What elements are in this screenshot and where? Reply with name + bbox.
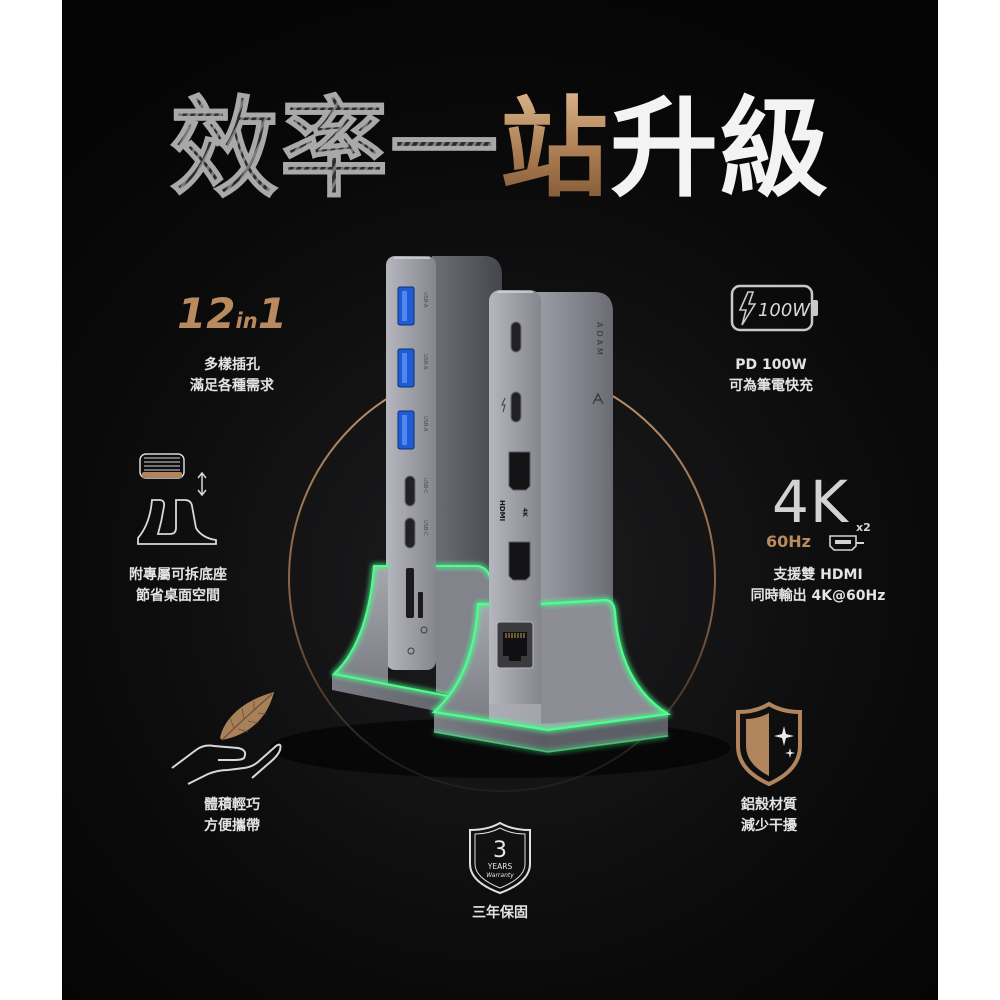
right-dock-side <box>536 292 613 612</box>
detachable-stand-icon <box>137 453 217 545</box>
right-stand-glow-lower <box>433 731 669 753</box>
usb-c-port <box>404 517 416 549</box>
usb-a-port <box>397 348 415 388</box>
feature-portable-line1: 體積輕巧 <box>204 797 260 813</box>
brand-logo-icon <box>592 392 604 405</box>
ports-one: 1 <box>257 289 287 338</box>
feature-material-text: 鋁殼材質 減少干擾 <box>669 795 869 837</box>
microsd-card-slot <box>418 592 423 618</box>
feature-warranty-text: 三年保固 <box>400 903 600 924</box>
usb-c-label: USB-C <box>422 478 428 494</box>
display-refresh-rate: 60Hz <box>766 532 811 551</box>
usb-a-label: USB-A <box>422 292 428 308</box>
usb-c-port <box>404 475 416 507</box>
feature-stand-line1: 附專屬可拆底座 <box>129 567 227 583</box>
usb-a-label: USB-A <box>422 354 428 370</box>
feature-ports-text: 多樣插孔 滿足各種需求 <box>132 355 332 397</box>
feature-material-line1: 鋁殼材質 <box>741 797 797 813</box>
hdmi-label: HDMI <box>498 500 506 521</box>
warranty-years: YEARS <box>487 862 513 871</box>
ethernet-port <box>496 621 534 669</box>
feature-ports-line1: 多樣插孔 <box>204 357 260 373</box>
right-dock-front <box>489 290 541 720</box>
power-badge-text: 100W <box>758 300 811 321</box>
feature-material-line2: 減少干擾 <box>741 818 797 834</box>
feature-display-line1: 支援雙 HDMI <box>773 567 863 583</box>
feature-stand-line2: 節省桌面空間 <box>136 588 220 604</box>
feature-power-line2: 可為筆電快充 <box>729 378 813 394</box>
right-stand-glow <box>431 598 672 732</box>
feature-power-line1: PD 100W <box>735 357 807 373</box>
brand-label: ADAM <box>595 322 604 358</box>
feature-warranty-line1: 三年保固 <box>472 905 528 921</box>
page-title: 效率一站升級 <box>0 91 1000 209</box>
feature-display-text: 支援雙 HDMI 同時輸出 4K@60Hz <box>718 565 918 607</box>
feature-stand-text: 附專屬可拆底座 節省桌面空間 <box>78 565 278 607</box>
hdmi-port <box>508 541 531 581</box>
usb-a-port <box>397 410 415 450</box>
ports-count-badge: 12in1 <box>132 288 332 349</box>
usb-c-label: USB-C <box>422 520 428 536</box>
usb-c-port <box>510 391 522 423</box>
left-dock: USB-A USB-A USB-A USB-C USB-C <box>386 256 502 670</box>
hdmi-port <box>508 451 531 491</box>
display-resolution: 4K <box>772 468 849 536</box>
feature-display-line2: 同時輸出 4K@60Hz <box>750 588 886 604</box>
shield-sparkle-icon <box>736 701 802 787</box>
warranty-shield-icon: 3 YEARS Warranty <box>469 821 531 895</box>
microsd-card-icon <box>420 626 428 634</box>
usb-a-port <box>397 286 415 326</box>
ports-in: in <box>235 309 258 333</box>
hand-feather-icon <box>171 692 282 785</box>
right-stand-right-wing <box>541 600 668 724</box>
title-part-3: 升級 <box>610 87 831 212</box>
usb-c-port <box>510 321 522 353</box>
title-part-1: 效率一 <box>169 87 500 212</box>
right-dock: ADAM HDMI 4K <box>489 290 613 720</box>
ports-count: 12 <box>177 289 236 338</box>
sd-card-icon <box>407 647 415 655</box>
right-stand <box>431 598 672 753</box>
usb-a-label: USB-A <box>422 416 428 432</box>
sd-card-slot <box>406 568 414 618</box>
warranty-label: Warranty <box>486 872 514 879</box>
title-part-2: 站 <box>499 87 610 212</box>
display-multiplier: x2 <box>856 521 871 534</box>
hdmi-resolution-label: 4K <box>521 508 528 517</box>
right-stand-base-front <box>434 712 548 752</box>
hdmi-cable-icon <box>829 535 864 551</box>
right-stand-base-side <box>548 714 668 752</box>
feature-ports-line2: 滿足各種需求 <box>190 378 274 394</box>
feature-power-text: PD 100W 可為筆電快充 <box>671 355 871 397</box>
charging-bolt-icon <box>501 397 506 413</box>
feature-portable-line2: 方便攜帶 <box>204 818 260 834</box>
feature-portable-text: 體積輕巧 方便攜帶 <box>132 795 332 837</box>
left-dock-side <box>432 256 502 600</box>
battery-bolt-icon: 100W <box>730 284 818 332</box>
warranty-number: 3 <box>493 838 507 863</box>
left-stand-left-wing <box>334 566 388 684</box>
